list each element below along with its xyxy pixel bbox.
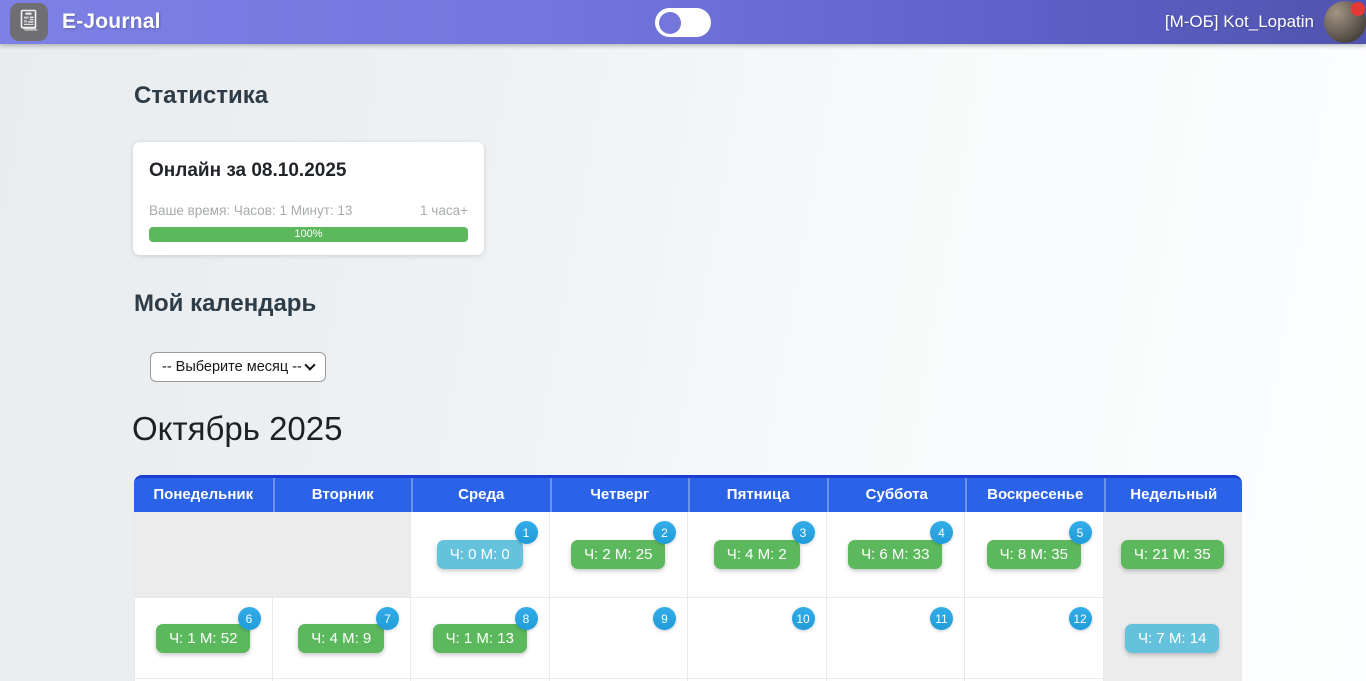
time-row: Ваше время: Часов: 1 Минут: 13 1 часа+	[149, 203, 468, 218]
day-number-badge: 10	[791, 607, 815, 630]
weekly-total-cell: Ч: 7 М: 14	[1103, 598, 1242, 679]
time-badge: Ч: 6 М: 33	[848, 540, 943, 569]
day-number-badge: 9	[653, 607, 676, 630]
top-navbar: E-Journal [М-ОБ] Kot_Lopatin	[0, 0, 1366, 44]
weekly-total-cell: Ч: 21 М: 35	[1103, 512, 1242, 598]
month-select[interactable]: -- Выберите месяц --	[150, 352, 326, 382]
calendar-week-row: 6 Ч: 1 М: 52 7 Ч: 4 М: 9 8 Ч: 1 М: 13 9 …	[134, 598, 1242, 679]
calendar-week-row: 13 14 15 16 17 18 19	[134, 679, 1242, 681]
weekday-header: Воскресенье	[965, 478, 1104, 512]
calendar-day-cell: 13	[134, 679, 273, 681]
theme-toggle-switch[interactable]	[655, 8, 711, 37]
status-dot-icon	[1351, 2, 1365, 16]
journal-icon	[17, 8, 41, 37]
day-number-badge: 1	[514, 521, 538, 544]
your-time-label: Ваше время: Часов: 1 Минут: 13	[149, 203, 353, 218]
calendar-day-cell: 9	[549, 598, 688, 679]
weekday-header: Суббота	[826, 478, 966, 512]
time-badge: Ч: 4 М: 2	[713, 540, 800, 569]
calendar-day-cell: 1 Ч: 0 М: 0	[411, 512, 550, 598]
day-number-badge: 6	[237, 607, 261, 630]
calendar-day-cell: 2 Ч: 2 М: 25	[549, 512, 688, 598]
stats-card-title: Онлайн за 08.10.2025	[149, 160, 347, 181]
user-avatar[interactable]	[1324, 1, 1366, 43]
day-number-badge: 12	[1068, 607, 1092, 630]
month-title: Октябрь 2025	[132, 410, 343, 447]
time-badge: Ч: 0 М: 0	[436, 540, 523, 569]
calendar-section-title: Мой календарь	[134, 290, 317, 317]
time-badge: Ч: 8 М: 35	[986, 540, 1081, 569]
day-number-badge: 7	[376, 607, 399, 630]
weekday-header: Четверг	[549, 478, 689, 512]
app-title: E-Journal	[62, 10, 161, 33]
online-stats-card: Онлайн за 08.10.2025 Ваше время: Часов: …	[133, 142, 484, 255]
calendar-day-cell: 12	[965, 598, 1104, 679]
calendar-day-cell: 5 Ч: 8 М: 35	[965, 512, 1104, 598]
weekday-header: Пятница	[688, 478, 827, 512]
calendar-day-cell: 11	[826, 598, 965, 679]
stats-section-title: Статистика	[134, 82, 269, 109]
calendar-day-cell: 8 Ч: 1 М: 13	[411, 598, 550, 679]
calendar-day-cell: 7 Ч: 4 М: 9	[272, 598, 411, 679]
day-number-badge: 2	[653, 521, 676, 544]
day-number-badge: 11	[930, 607, 953, 630]
username-label: [М-ОБ] Kot_Lopatin	[1164, 12, 1314, 31]
calendar-day-cell: 15	[411, 679, 550, 681]
calendar-day-cell: 6 Ч: 1 М: 52	[134, 598, 273, 679]
day-number-badge: 8	[514, 607, 538, 630]
time-threshold-label: 1 часа+	[420, 203, 468, 218]
calendar-day-cell: 3 Ч: 4 М: 2	[688, 512, 827, 598]
weekly-time-badge: Ч: 7 М: 14	[1125, 623, 1220, 653]
weekly-time-badge: Ч: 21 М: 35	[1120, 540, 1224, 569]
calendar-day-cell: 19	[965, 679, 1104, 681]
weekday-header: Вторник	[272, 478, 412, 512]
weekly-total-header: Недельный	[1103, 478, 1243, 512]
calendar-empty-cell	[134, 512, 273, 598]
calendar-week-row: 1 Ч: 0 М: 0 2 Ч: 2 М: 25 3 Ч: 4 М: 2 4 Ч…	[134, 512, 1242, 598]
weekday-header: Понедельник	[153, 486, 254, 503]
calendar-header-row: Понедельник Вторник Среда Четверг Пятниц…	[134, 475, 1242, 512]
weekday-header: Среда	[411, 478, 550, 512]
chevron-down-icon	[304, 359, 316, 371]
time-badge: Ч: 1 М: 52	[156, 623, 251, 653]
user-zone: [М-ОБ] Kot_Lopatin	[1165, 0, 1366, 44]
calendar-day-cell: 17	[688, 679, 827, 681]
calendar-day-cell: 14	[272, 679, 411, 681]
day-number-badge: 3	[791, 521, 815, 544]
toggle-knob	[659, 11, 681, 34]
day-number-badge: 4	[930, 521, 953, 544]
time-badge: Ч: 2 М: 25	[571, 540, 666, 569]
calendar-day-cell: 18	[826, 679, 965, 681]
app-logo-button[interactable]	[10, 3, 48, 41]
month-select-value: -- Выберите месяц --	[162, 359, 302, 375]
calendar-day-cell: 16	[549, 679, 688, 681]
calendar-table: Понедельник Вторник Среда Четверг Пятниц…	[134, 475, 1242, 681]
calendar-day-cell: 4 Ч: 6 М: 33	[826, 512, 965, 598]
online-progress-bar: 100%	[149, 227, 468, 242]
weekly-total-cell	[1103, 679, 1242, 681]
day-number-badge: 5	[1068, 521, 1092, 544]
calendar-empty-cell	[272, 512, 411, 598]
calendar-day-cell: 10	[688, 598, 827, 679]
time-badge: Ч: 4 М: 9	[298, 623, 385, 653]
time-badge: Ч: 1 М: 13	[432, 623, 527, 653]
